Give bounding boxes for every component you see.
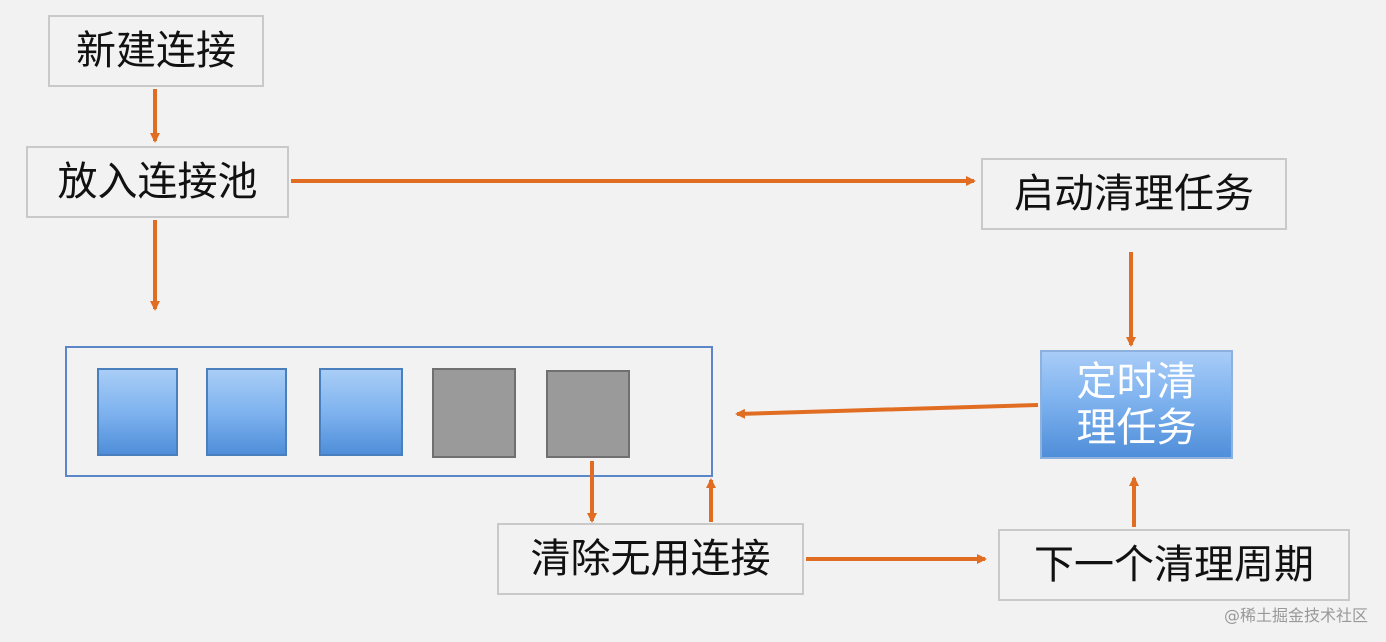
node-new-connection-label: 新建连接 <box>76 28 236 74</box>
node-scheduled-cleanup-task: 定时清 理任务 <box>1040 350 1233 459</box>
node-remove-useless-connections: 清除无用连接 <box>497 523 804 595</box>
pool-connection-active <box>206 368 287 456</box>
node-put-into-pool: 放入连接池 <box>26 146 289 218</box>
pool-connection-active <box>97 368 178 456</box>
arrow-scheduled-to-pool <box>735 403 1039 419</box>
pool-connection-idle <box>432 368 516 458</box>
node-put-into-pool-label: 放入连接池 <box>57 159 258 205</box>
pool-connection-active <box>319 368 403 456</box>
node-start-cleanup-task-label: 启动清理任务 <box>1014 171 1254 217</box>
watermark: @稀土掘金技术社区 <box>1223 606 1368 625</box>
node-scheduled-cleanup-task-line2: 理任务 <box>1076 404 1197 451</box>
pool-connection-idle <box>546 370 630 458</box>
node-scheduled-cleanup-task-line1: 定时清 <box>1076 358 1197 405</box>
node-new-connection: 新建连接 <box>48 15 264 87</box>
node-next-cleanup-cycle: 下一个清理周期 <box>998 529 1350 601</box>
node-start-cleanup-task: 启动清理任务 <box>981 158 1287 230</box>
node-remove-useless-connections-label: 清除无用连接 <box>530 536 771 582</box>
node-next-cleanup-cycle-label: 下一个清理周期 <box>1034 542 1314 588</box>
